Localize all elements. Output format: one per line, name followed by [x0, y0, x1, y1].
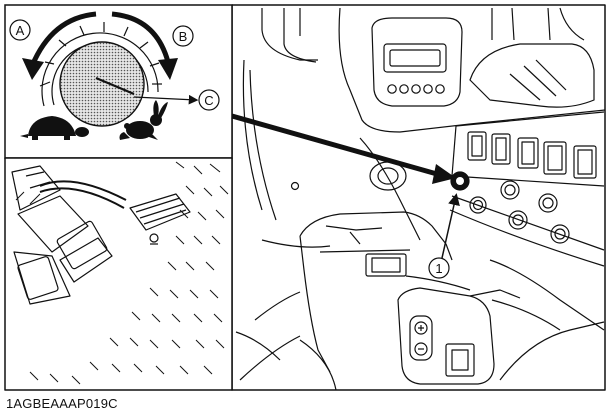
pedal-inset: [4, 157, 233, 391]
switch-panel: [451, 111, 605, 187]
instrument-display: [371, 17, 463, 107]
callout-a: A: [9, 19, 31, 41]
rotation-arrow-right: [111, 11, 178, 80]
callout-a-label: A: [16, 23, 25, 38]
callout-c-label: C: [204, 93, 213, 108]
pointer-arrow-c: [133, 94, 199, 105]
armrest-console: [299, 211, 605, 385]
leader-arrows: [231, 113, 469, 259]
floor-hatching: [15, 161, 229, 385]
reference-code: 1AGBEAAAP019C: [6, 396, 118, 411]
callout-1: 1: [428, 257, 450, 279]
cab-scene: [231, 4, 606, 391]
turtle-icon: [20, 116, 89, 140]
callout-b: B: [172, 25, 194, 47]
callout-c: C: [198, 89, 220, 111]
speed-pedal: [39, 180, 191, 245]
throttle-knob: [59, 41, 145, 127]
knob-inset: A B C: [4, 4, 233, 159]
callout-1-label: 1: [435, 261, 442, 276]
panel-knobs: [449, 171, 605, 267]
control-lever: [469, 7, 595, 108]
rabbit-icon: [119, 100, 168, 140]
callout-b-label: B: [179, 29, 188, 44]
rotation-arrow-left: [22, 11, 97, 80]
